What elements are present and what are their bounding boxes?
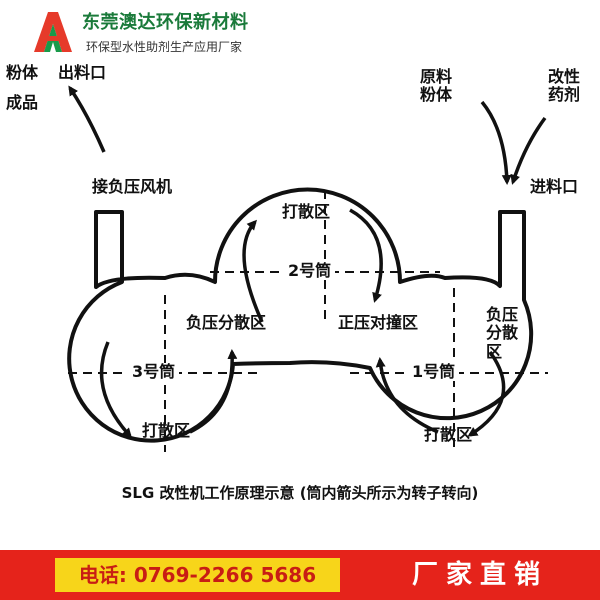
company-tagline: 环保型水性助剂生产应用厂家 xyxy=(86,40,243,54)
label-raw-powder: 原料 粉体 xyxy=(420,67,453,105)
rotation-arrows xyxy=(68,85,547,439)
machine-outline xyxy=(67,187,534,443)
label-disperse-top: 打散区 xyxy=(282,202,331,221)
label-cylinder-2: 2号筒 xyxy=(284,261,336,281)
label-cylinder-1: 1号筒 xyxy=(408,362,460,382)
label-negative-dispersion-right: 负压 分散 区 xyxy=(486,305,519,361)
header: 东莞澳达环保新材料 环保型水性助剂生产应用厂家 xyxy=(0,0,600,62)
label-positive-collision: 正压对撞区 xyxy=(338,313,419,332)
slg-machine-diagram: 粉体 成品 出料口 接负压风机 原料 粉体 改性 药剂 进料口 打散区 2号筒 … xyxy=(0,60,600,530)
factory-direct-sales: 厂家直销 xyxy=(411,560,548,590)
footer-banner: 电话: 0769-2266 5686 厂家直销 xyxy=(0,550,600,600)
phone-number: 电话: 0769-2266 5686 xyxy=(78,563,317,587)
label-outlet: 出料口 xyxy=(58,63,107,82)
label-disperse-right: 打散区 xyxy=(424,425,473,444)
label-inlet: 进料口 xyxy=(530,177,579,196)
label-powder-product: 粉体 成品 xyxy=(6,63,39,113)
label-fan: 接负压风机 xyxy=(92,177,173,196)
label-cylinder-3: 3号筒 xyxy=(128,362,180,382)
diagram-caption: SLG 改性机工作原理示意 (筒内箭头所示为转子转向) xyxy=(121,484,479,502)
label-negative-dispersion-left: 负压分散区 xyxy=(186,313,267,332)
phone-box: 电话: 0769-2266 5686 xyxy=(55,558,340,592)
label-disperse-left: 打散区 xyxy=(142,421,191,440)
label-modifier: 改性 药剂 xyxy=(548,67,581,105)
company-name: 东莞澳达环保新材料 xyxy=(82,12,249,33)
machine-drawing xyxy=(67,85,548,452)
company-logo-icon xyxy=(34,12,72,52)
